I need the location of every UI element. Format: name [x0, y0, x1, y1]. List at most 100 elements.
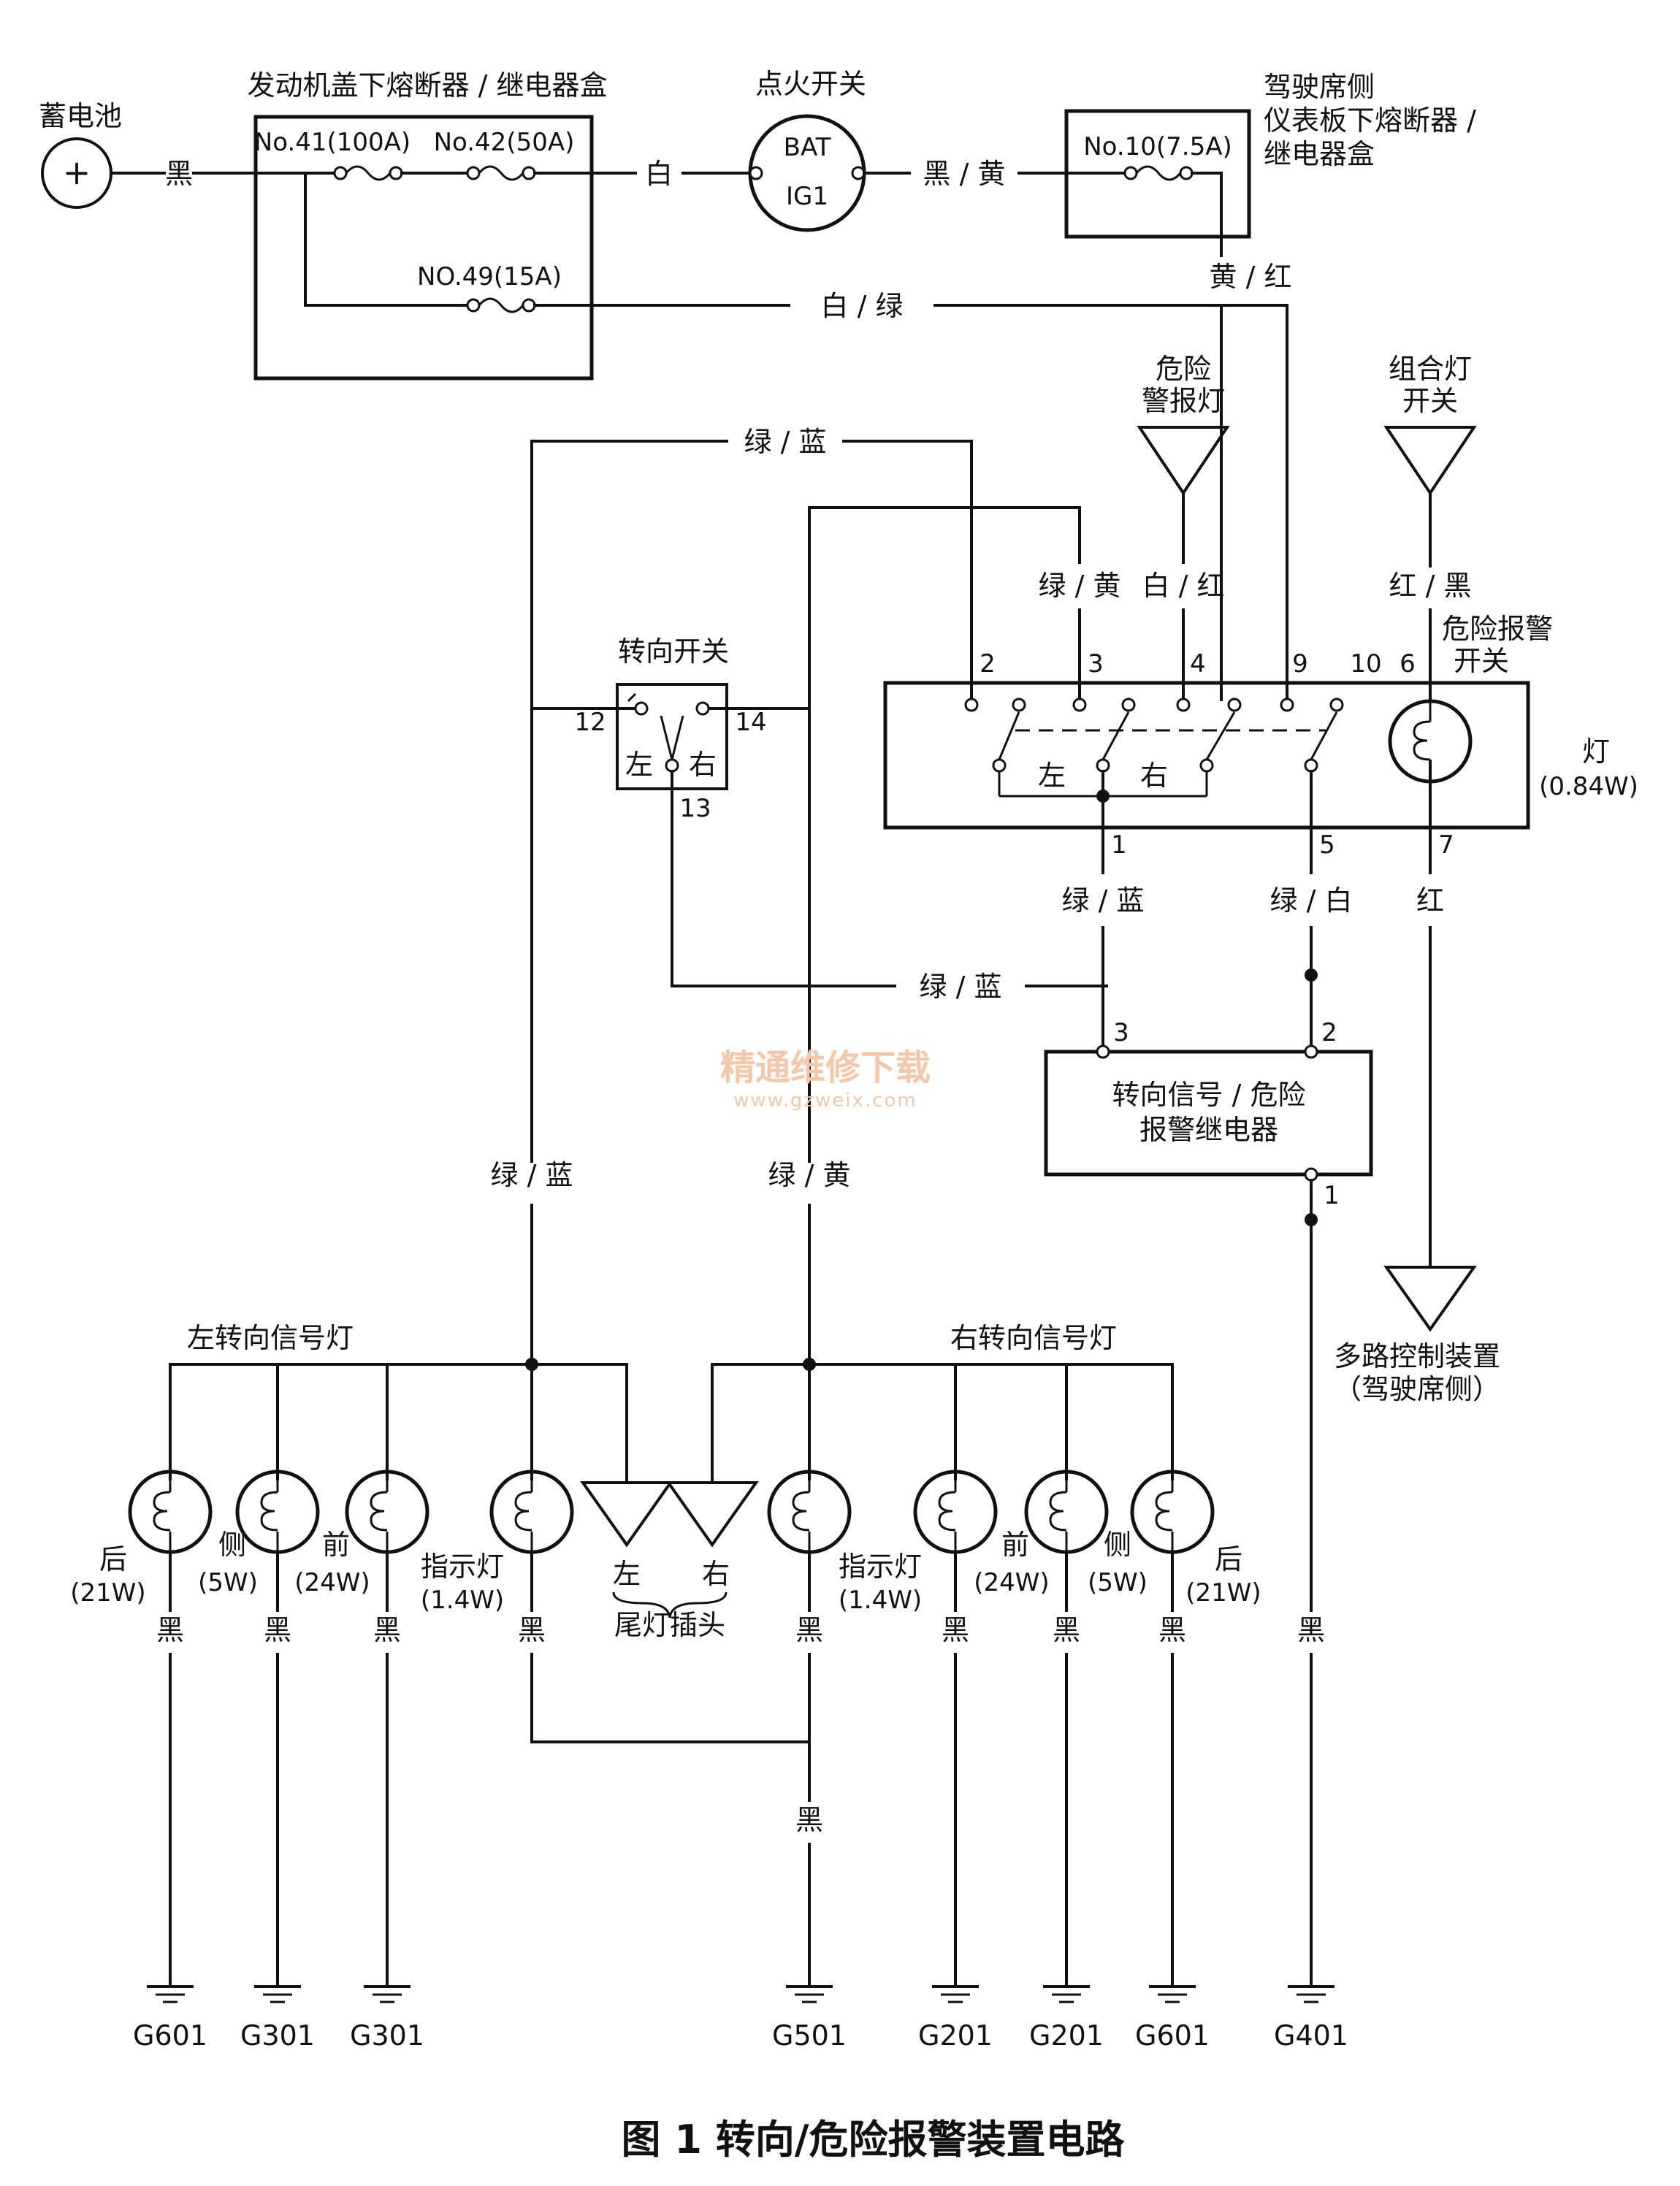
wire-label-white-red: 白 / 红: [1142, 570, 1225, 602]
figure-caption: 图 1 转向/危险报警装置电路: [622, 2117, 1126, 2163]
ignition-switch: BAT IG1 点火开关: [748, 68, 866, 232]
turn-switch-title: 转向开关: [618, 635, 729, 668]
ground-symbol-g401: [1288, 1985, 1335, 2003]
wire-label-red: 红: [1416, 884, 1444, 917]
relay-title-1: 转向信号 / 危险: [1112, 1079, 1306, 1111]
ground-symbol-g601-right: [1149, 1985, 1196, 2003]
wire-label-green-blue-trunk: 绿 / 蓝: [491, 1159, 573, 1191]
multiplex-control-unit-connector: 多路控制装置 （驾驶席侧）: [1334, 1266, 1500, 1405]
lamp-rear-left-watt: (21W): [70, 1578, 145, 1608]
turn-switch-left: 左: [625, 749, 653, 781]
wire-label-black-g7: 黑: [1158, 1614, 1186, 1646]
ground-symbol-g501: [786, 1985, 833, 2003]
tail-light-connector: 左 右 尾灯插头: [580, 1481, 759, 1641]
lamp-side-right: [1024, 1470, 1109, 1554]
wire-label-black-g4: 黑: [795, 1804, 823, 1836]
lamp-indicator-right: [767, 1470, 852, 1554]
hood-fuse-box-title: 发动机盖下熔断器 / 继电器盒: [248, 69, 608, 102]
hazard-switch-right: 右: [1140, 760, 1168, 792]
lamp-rear-right: [1130, 1470, 1215, 1554]
hazard-switch-title-2: 开关: [1454, 645, 1509, 677]
turn-hazard-relay: 3 2 1 转向信号 / 危险 报警继电器: [1044, 1018, 1373, 1210]
wire-label-green-blue-top: 绿 / 蓝: [744, 426, 827, 458]
turn-switch-pin-14: 14: [735, 708, 766, 737]
battery: + 蓄电池: [39, 100, 122, 209]
combination-switch-connector: 组合灯 开关 红 / 黑: [1383, 353, 1477, 701]
relay-pin-1: 1: [1324, 1181, 1340, 1210]
ground-symbol-g201-b: [1043, 1985, 1090, 2003]
watermark: 精通维修下载 www.gzweix.com: [720, 1047, 931, 1112]
watermark-line-1: 精通维修下载: [720, 1047, 931, 1088]
hazard-pin-10: 10: [1350, 649, 1381, 679]
lamp-indicator-right-name: 指示灯: [839, 1551, 922, 1583]
wire-label-black-g6: 黑: [1053, 1614, 1080, 1646]
relay-pin-3: 3: [1113, 1018, 1129, 1047]
hood-fuse-relay-box: 发动机盖下熔断器 / 继电器盒 No.41(100A) No.42(50A) N…: [248, 69, 608, 381]
ground-label-5: G201: [918, 2019, 993, 2052]
wire-label-black-battery: 黑: [165, 158, 193, 190]
hazard-pin-7: 7: [1438, 830, 1454, 860]
hazard-pin-9: 9: [1292, 649, 1308, 679]
lamp-rear-left: [128, 1470, 213, 1554]
lamp-side-right-name: 侧: [1104, 1529, 1131, 1561]
mpcs-label-2: （驾驶席侧）: [1334, 1373, 1500, 1405]
tail-connector-right: 右: [702, 1558, 730, 1590]
left-turn-lamps-label: 左转向信号灯: [187, 1322, 354, 1354]
hazard-lamp-label-1: 危险: [1156, 353, 1211, 385]
ground-label-3: G301: [350, 2019, 424, 2052]
lamp-indicator-left-name: 指示灯: [421, 1551, 504, 1583]
battery-plus: +: [63, 153, 91, 192]
lamp-indicator-right-watt: (1.4W): [839, 1586, 922, 1615]
fuse-42-label: No.42(50A): [434, 128, 575, 157]
wire-label-black-g8: 黑: [1297, 1614, 1325, 1646]
lamp-side-left-name: 侧: [218, 1529, 246, 1561]
relay-title-2: 报警继电器: [1139, 1114, 1278, 1146]
ignition-bat: BAT: [784, 133, 831, 162]
lamp-front-left-name: 前: [322, 1529, 350, 1561]
fuse-42-symbol: [466, 165, 536, 181]
lamp-indicator-left: [489, 1470, 574, 1554]
wire-label-yellow-red: 黄 / 红: [1210, 261, 1292, 293]
lamp-rear-right-name: 后: [1215, 1543, 1242, 1575]
ignition-ig1: IG1: [786, 182, 828, 211]
dash-fuse-title-3: 继电器盒: [1264, 138, 1375, 170]
watermark-line-2: www.gzweix.com: [733, 1090, 917, 1112]
hazard-pin-3: 3: [1088, 649, 1104, 679]
lamp-indicator-left-watt: (1.4W): [421, 1586, 504, 1615]
wire-label-green-yellow-top: 绿 / 黄: [1039, 570, 1121, 602]
wire-label-black-yellow: 黑 / 黄: [923, 158, 1006, 190]
hazard-pin-6: 6: [1400, 649, 1416, 679]
wire-label-black-g3: 黑: [373, 1614, 401, 1646]
turn-switch-pin-12: 12: [574, 708, 606, 737]
lamp-side-left-watt: (5W): [198, 1568, 258, 1597]
ground-symbols: [147, 1985, 1335, 2003]
battery-label: 蓄电池: [39, 100, 122, 132]
dash-fuse-title-1: 驾驶席侧: [1264, 71, 1375, 103]
ground-symbol-g301-a: [254, 1985, 301, 2003]
ground-symbol-g601-left: [147, 1985, 194, 2003]
fuse-41-symbol: [333, 165, 403, 181]
wire-label-green-yellow-trunk: 绿 / 黄: [768, 1159, 851, 1191]
fuse-49-symbol: [466, 297, 536, 313]
ignition-title: 点火开关: [755, 68, 866, 100]
hazard-lamp-label-2: 警报灯: [1142, 385, 1225, 417]
wire-label-black-g1: 黑: [156, 1614, 184, 1646]
fuse-41-label: No.41(100A): [254, 128, 411, 157]
lamp-rear-left-name: 后: [99, 1543, 127, 1575]
ground-label-8: G401: [1274, 2019, 1348, 2052]
ground-label-1: G601: [133, 2019, 207, 2052]
turn-signal-switch: 转向开关 12 14 左 右 13: [530, 635, 811, 823]
tail-connector-label: 尾灯插头: [614, 1609, 725, 1641]
hazard-pin-1: 1: [1111, 830, 1127, 860]
tail-connector-left: 左: [613, 1558, 641, 1590]
lamp-front-right: [913, 1470, 998, 1554]
ground-label-6: G201: [1029, 2019, 1104, 2052]
combo-switch-label-2: 开关: [1402, 385, 1458, 417]
fuse-10-symbol: [1123, 165, 1194, 181]
lamp-rear-right-watt: (21W): [1185, 1578, 1261, 1608]
turn-switch-pin-13: 13: [679, 794, 711, 823]
wire-label-black-g5: 黑: [942, 1614, 969, 1646]
fuse-49-label: NO.49(15A): [417, 262, 562, 291]
